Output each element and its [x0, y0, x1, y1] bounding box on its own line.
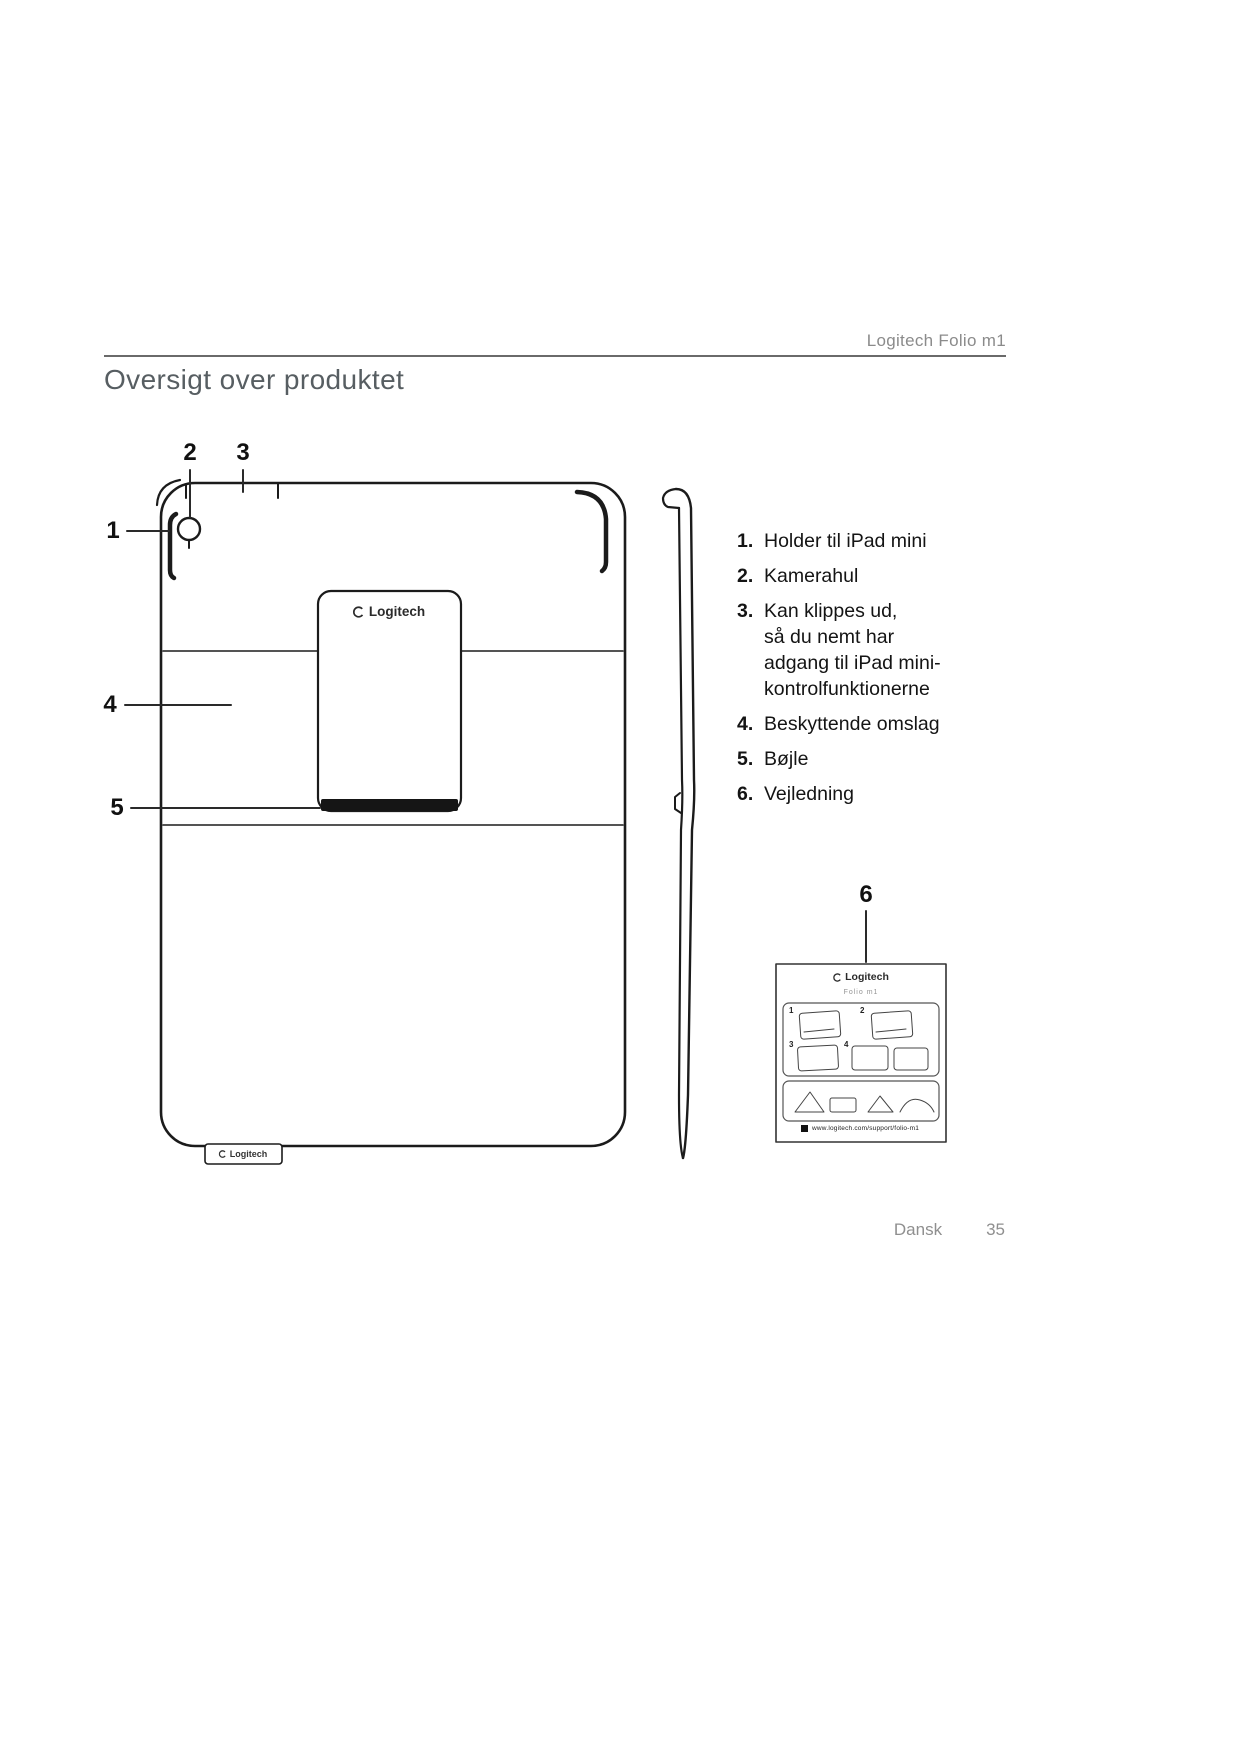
- legend-item-text: Kamerahul: [764, 565, 859, 587]
- legend-list: 1. Holder til iPad mini 2. Kamerahul 3. …: [737, 528, 1007, 816]
- guide-card-panel-steps: [782, 1002, 940, 1077]
- header-brand: Logitech Folio m1: [866, 331, 1006, 350]
- legend-item-text: Bøjle: [764, 748, 809, 770]
- footer-page-number: 35: [986, 1220, 1005, 1239]
- legend-item-2: 2. Kamerahul: [737, 563, 1007, 589]
- side-profile-outer: [674, 487, 696, 1160]
- guide-card-panel-usage: [782, 1080, 940, 1122]
- guide-step-3: 3: [789, 1040, 794, 1049]
- callout-4: 4: [103, 691, 117, 718]
- guide-step-1: 1: [789, 1006, 794, 1015]
- page-footer: Dansk 35: [894, 1220, 1005, 1240]
- footer-language: Dansk: [893, 1220, 943, 1239]
- legend-item-number: 6.: [737, 783, 754, 805]
- page-title: Oversigt over produktet: [104, 364, 405, 395]
- legend-item-4: 4. Beskyttende omslag: [737, 711, 1007, 737]
- side-profile-hinge-notch: [674, 792, 682, 814]
- folio-side-view: [661, 487, 696, 1160]
- legend-item-text: Vejledning: [764, 783, 854, 805]
- guide-card-logo: Logitech: [833, 971, 889, 983]
- logitech-logo-tab: Logitech: [218, 1149, 268, 1159]
- ipad-corner-bracket-left: [167, 511, 179, 581]
- callout-lines: [124, 469, 867, 963]
- side-profile-inner: [677, 506, 685, 1160]
- clip-outer-edge: [155, 478, 182, 507]
- side-profile-clip: [661, 487, 681, 510]
- callout-3: 3: [236, 439, 250, 466]
- logitech-logo-icon: [833, 972, 842, 982]
- stand-flap: [316, 589, 463, 813]
- ipad-corner-bracket-right: [574, 489, 609, 574]
- guide-card-model: Folio m1: [843, 989, 879, 996]
- legend-item-text: Beskyttende omslag: [764, 713, 940, 735]
- legend-item-6: 6. Vejledning: [737, 781, 1007, 807]
- logitech-logo-text: Logitech: [229, 1149, 268, 1159]
- guide-card: [775, 963, 947, 1143]
- callout-2: 2: [183, 439, 197, 466]
- logitech-logo-icon: [218, 1150, 227, 1158]
- header-divider: [104, 355, 1006, 357]
- guide-illustrations: [794, 1010, 935, 1113]
- back-outline: [159, 481, 627, 1148]
- legend-item-5: 5. Bøjle: [737, 746, 1007, 772]
- legend-item-number: 1.: [737, 530, 754, 552]
- legend-item-number: 5.: [737, 748, 754, 770]
- legend-item-number: 2.: [737, 565, 754, 587]
- guide-card-url: www.logitech.com/support/folio-m1: [812, 1125, 920, 1132]
- branding-tab: [204, 1143, 283, 1165]
- stand-flap-bar: [321, 799, 458, 811]
- legend-item-3: 3. Kan klippes ud, så du nemt har adgang…: [737, 598, 1007, 702]
- legend-item-number: 4.: [737, 713, 754, 735]
- logitech-logo-icon: [353, 605, 365, 618]
- logitech-logo-back: Logitech: [353, 604, 425, 619]
- legend-item-text: Holder til iPad mini: [764, 530, 927, 552]
- folio-back-view: [155, 478, 627, 1165]
- legend-item-text: Kan klippes ud, så du nemt har adgang ti…: [764, 600, 941, 700]
- callout-1: 1: [106, 517, 120, 544]
- camera-hole: [176, 516, 202, 542]
- guide-step-4: 4: [844, 1040, 849, 1049]
- legend-item-1: 1. Holder til iPad mini: [737, 528, 1007, 554]
- callout-5: 5: [110, 794, 124, 821]
- guide-card-logo-text: Logitech: [845, 971, 889, 983]
- legend-item-number: 3.: [737, 600, 754, 622]
- logitech-logo-text: Logitech: [368, 604, 426, 619]
- callout-6: 6: [859, 881, 873, 908]
- guide-url-icon: [801, 1125, 808, 1132]
- guide-step-2: 2: [860, 1006, 865, 1015]
